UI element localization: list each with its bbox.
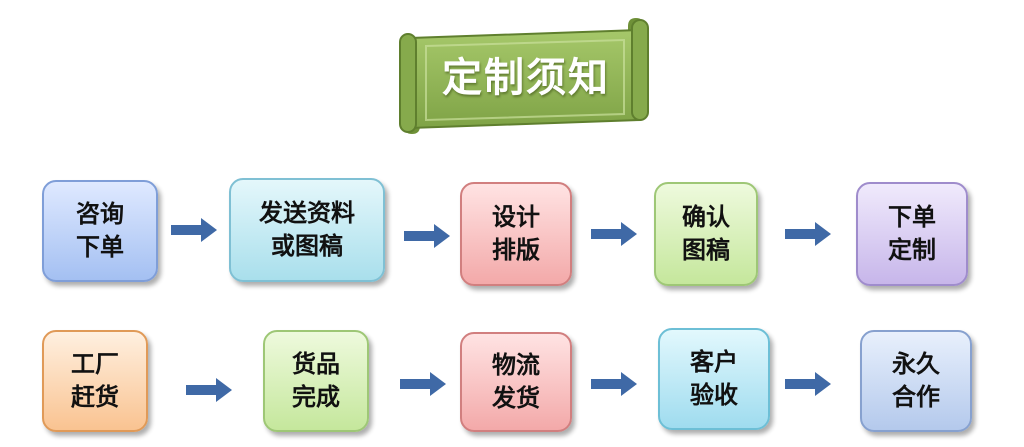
right-arrow-icon	[591, 372, 637, 396]
step-line: 永久	[892, 349, 940, 378]
step-line: 设计	[492, 202, 540, 231]
step-line: 下单	[76, 233, 124, 261]
step-line: 定制	[888, 236, 936, 264]
step-line: 排版	[492, 236, 540, 264]
step-long-term-cooperation: 永久 合作	[860, 330, 972, 432]
step-line: 咨询	[76, 199, 124, 228]
step-shipping: 物流 发货	[460, 332, 572, 432]
step-line: 物流	[492, 350, 540, 379]
step-consult-order: 咨询 下单	[42, 180, 158, 282]
step-place-order: 下单 定制	[856, 182, 968, 286]
step-line: 赶货	[71, 383, 119, 411]
step-line: 确认	[682, 202, 730, 231]
banner-title: 定制须知	[442, 55, 610, 101]
step-customer-acceptance: 客户 验收	[658, 328, 770, 430]
step-send-materials: 发送资料 或图稿	[229, 178, 385, 282]
step-line: 客户	[690, 347, 738, 376]
step-goods-complete: 货品 完成	[263, 330, 369, 432]
step-design-layout: 设计 排版	[460, 182, 572, 286]
step-line: 下单	[888, 202, 936, 231]
step-line: 图稿	[682, 236, 730, 264]
right-arrow-icon	[785, 222, 831, 246]
right-arrow-icon	[400, 372, 446, 396]
step-line: 或图稿	[271, 232, 343, 260]
right-arrow-icon	[171, 218, 217, 242]
step-line: 发货	[492, 384, 540, 412]
step-line: 货品	[292, 349, 340, 378]
right-arrow-icon	[186, 378, 232, 402]
right-arrow-icon	[404, 224, 450, 248]
step-line: 合作	[892, 383, 940, 411]
step-factory-production: 工厂 赶货	[42, 330, 148, 432]
right-arrow-icon	[591, 222, 637, 246]
step-line: 发送资料	[259, 198, 355, 227]
step-line: 工厂	[71, 349, 119, 378]
right-arrow-icon	[785, 372, 831, 396]
step-line: 完成	[292, 383, 340, 411]
banner-scroll	[399, 18, 649, 134]
step-confirm-draft: 确认 图稿	[654, 182, 758, 286]
step-line: 验收	[690, 381, 738, 409]
